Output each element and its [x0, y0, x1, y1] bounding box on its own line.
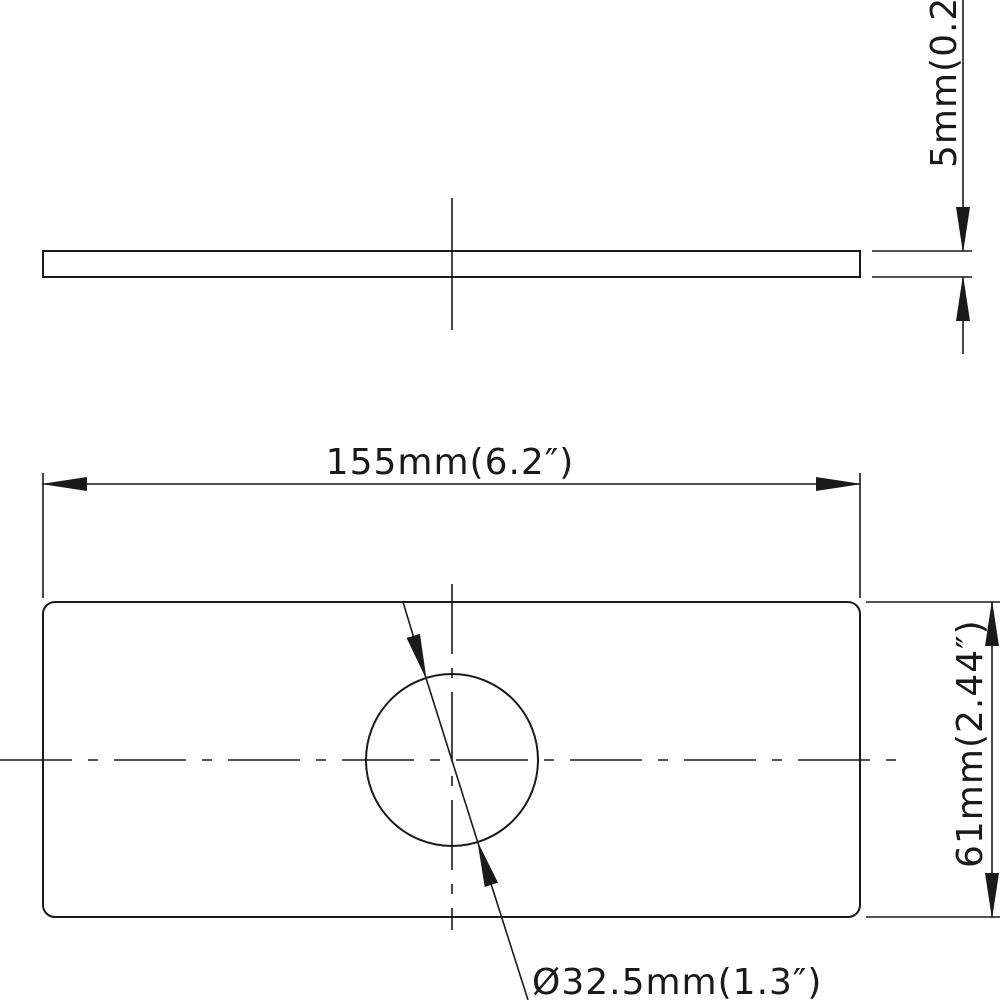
top-view [0, 473, 1000, 1000]
width-label: 155mm(6.2″) [326, 442, 575, 483]
hole-diameter-label: Ø32.5mm(1.3″) [532, 962, 822, 1000]
diameter-leader-inner [425, 677, 479, 844]
diameter-leader-lower [477, 841, 529, 1000]
side-view [42, 0, 972, 354]
diameter-leader-upper [402, 601, 427, 680]
thickness-label: 5mm(0.2″) [924, 0, 965, 168]
height-label: 61mm(2.44″) [950, 619, 991, 868]
